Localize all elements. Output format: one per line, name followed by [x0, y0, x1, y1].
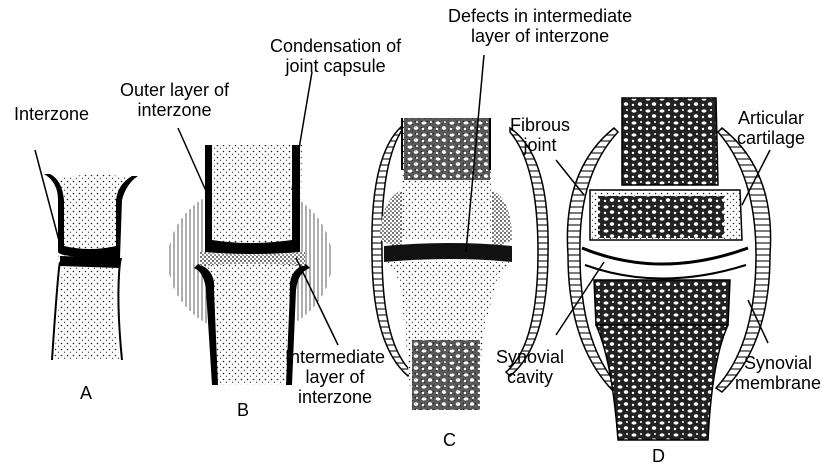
- label-intermediate-layer-of-interzone: Intermediate layer of interzone: [285, 347, 385, 407]
- label-condensation-of-joint-capsule: Condensation of joint capsule: [270, 36, 401, 76]
- label-outer-layer-of-interzone: Outer layer of interzone: [120, 80, 229, 120]
- panel-label-d: D: [652, 446, 665, 466]
- panel-label-b: B: [237, 400, 249, 420]
- panel-label-c: C: [443, 430, 456, 450]
- leader-condensation: [292, 72, 312, 190]
- label-fibrous-joint: Fibrous joint: [510, 115, 570, 155]
- panel-a-drawing: [44, 174, 138, 360]
- label-defects-in-intermediate-layer: Defects in intermediate layer of interzo…: [448, 6, 632, 46]
- label-synovial-membrane: Synovial membrane: [735, 353, 821, 393]
- label-synovial-cavity: Synovial cavity: [496, 347, 564, 387]
- label-interzone: Interzone: [14, 104, 89, 124]
- panel-label-a: A: [80, 383, 92, 403]
- leader-interzone: [35, 150, 62, 252]
- label-articular-cartilage: Articular cartilage: [737, 108, 805, 148]
